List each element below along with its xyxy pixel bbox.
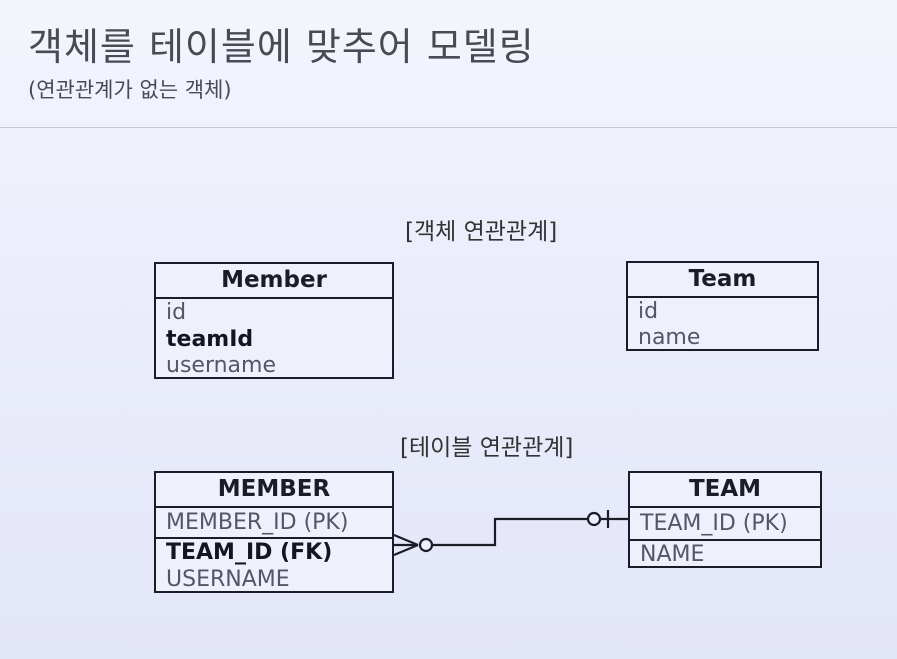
entity-title: Team: [628, 263, 817, 298]
entity-field: id: [638, 299, 659, 324]
slide-title: 객체를 테이블에 맞추어 모델링: [28, 25, 535, 69]
entity-field: TEAM_ID (PK): [630, 508, 820, 541]
entity-field: USERNAME: [166, 567, 290, 592]
slide-subtitle: (연관관계가 없는 객체): [28, 78, 232, 102]
crows-foot-line: [393, 543, 419, 557]
entity-title: MEMBER: [156, 473, 392, 508]
entity-title: TEAM: [630, 473, 820, 508]
team-object-entity: Team id name: [626, 261, 819, 351]
entity-field: id: [166, 300, 187, 325]
member-table-entity: MEMBER MEMBER_ID (PK) TEAM_ID (FK) USERN…: [154, 471, 394, 593]
entity-field: teamId: [166, 327, 254, 352]
zero-optional-marker: [418, 537, 434, 553]
crows-foot-line: [393, 533, 419, 547]
title-divider: [0, 127, 897, 128]
zero-optional-marker: [586, 511, 602, 527]
team-table-entity: TEAM TEAM_ID (PK) NAME: [628, 471, 822, 568]
entity-field: MEMBER_ID (PK): [156, 508, 392, 539]
table-section-label: [테이블 연관관계]: [400, 435, 574, 461]
member-object-entity: Member id teamId username: [154, 262, 394, 379]
entity-field: username: [166, 353, 276, 378]
entity-field: name: [638, 325, 701, 350]
entity-field: TEAM_ID (FK): [166, 540, 333, 565]
object-section-label: [객체 연관관계]: [405, 219, 558, 245]
entity-field: NAME: [640, 542, 705, 567]
entity-title: Member: [156, 264, 392, 299]
relationship-line: [432, 517, 588, 547]
